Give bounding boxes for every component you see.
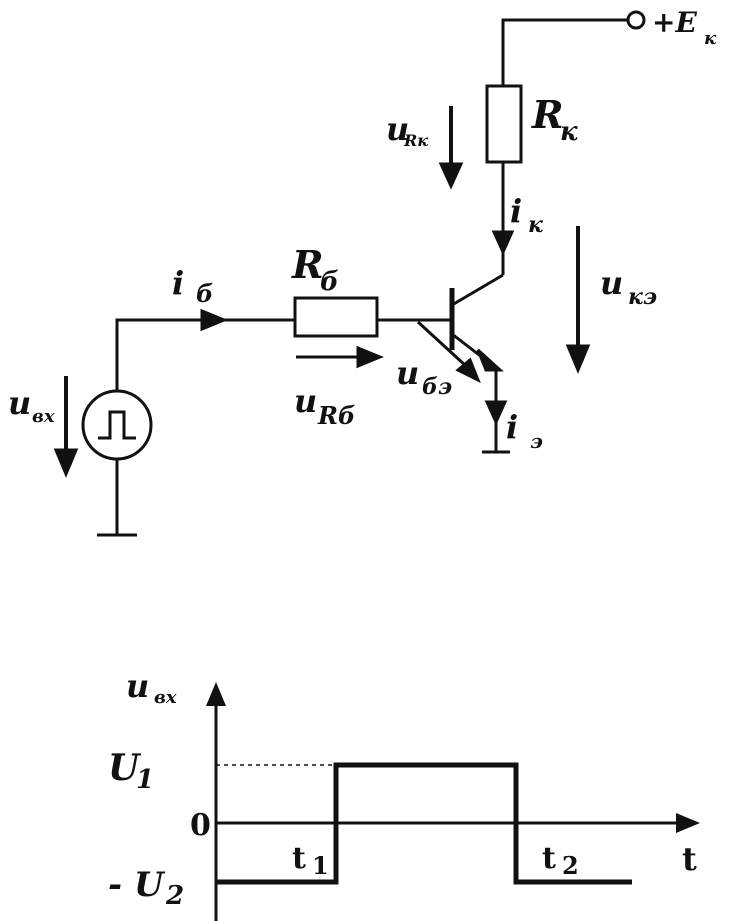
x-marker-t2-subscript: 2 [562, 851, 579, 880]
urk-label: u [386, 110, 409, 148]
ie-label: i [506, 408, 518, 446]
pulse-source [81, 389, 153, 461]
urb-label: u [294, 382, 317, 420]
rk-label: R [531, 92, 564, 137]
rk-subscript: к [560, 117, 578, 147]
supply-wire [501, 18, 628, 88]
x-marker-t1-subscript: 1 [312, 851, 329, 880]
transistor-collector-lead [451, 273, 504, 307]
x-axis-label: t [682, 840, 697, 878]
ik-subscript: к [528, 212, 543, 238]
supply-terminal [626, 10, 646, 30]
ib-arrow [200, 308, 228, 332]
collector-resistor [485, 84, 523, 164]
y-tick-u1-subscript: 1 [136, 765, 154, 795]
rb-label: R [291, 242, 324, 287]
urb-subscript: Rб [317, 401, 355, 430]
ik-arrow [491, 230, 515, 256]
ib-subscript: б [196, 279, 213, 308]
y-tick-zero: 0 [190, 808, 211, 843]
x-axis-arrow [676, 813, 700, 833]
supply-subscript: к [704, 28, 717, 49]
uin-label: u [8, 384, 31, 422]
uke-label: u [600, 264, 623, 302]
y-axis-label: u [126, 667, 149, 705]
input-wire [115, 318, 295, 394]
circuit [53, 10, 646, 537]
base-resistor [293, 296, 379, 338]
x-marker-t2: t [542, 841, 556, 876]
circuit-labels: +E к R к u Rк i к u кэ R б i б u Rб u бэ… [8, 6, 717, 453]
y-tick-u2: - U [108, 865, 166, 905]
ie-subscript: э [530, 429, 543, 453]
ib-label: i [172, 264, 184, 302]
ube-label: u [396, 354, 419, 392]
pulse-symbol-icon [98, 410, 136, 440]
emitter-arrow [476, 348, 504, 372]
ie-arrow [484, 400, 508, 426]
uke-subscript: кэ [628, 284, 657, 310]
urk-subscript: Rк [403, 131, 428, 150]
ube-voltage-arrow [416, 320, 468, 368]
rb-subscript: б [320, 267, 339, 297]
waveform-chart: u вх U 1 0 - U 2 t 1 t 2 t [108, 667, 700, 921]
y-tick-u2-subscript: 2 [165, 881, 184, 911]
supply-label: +E [652, 6, 697, 39]
y-axis-arrow [206, 682, 226, 706]
ik-label: i [510, 192, 522, 230]
y-tick-u1: U [108, 747, 142, 789]
input-waveform-series [216, 762, 632, 885]
x-marker-t1: t [292, 841, 306, 876]
ube-subscript: бэ [422, 374, 452, 400]
y-axis-label-subscript: вх [154, 687, 177, 708]
uin-subscript: вх [32, 406, 55, 427]
